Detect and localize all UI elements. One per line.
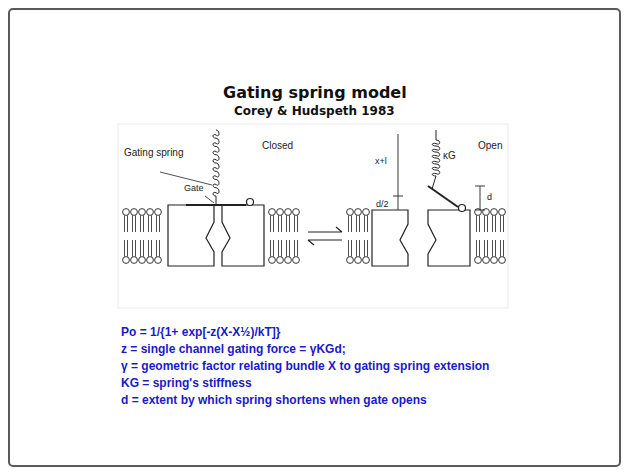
- stiffness-label: κG: [443, 150, 456, 162]
- dimension-label: d/2: [376, 199, 389, 209]
- figure-label: Gate: [184, 183, 204, 193]
- dimension-lines: [393, 134, 485, 210]
- state-label: Closed: [262, 140, 293, 152]
- gating-spring: [432, 130, 440, 189]
- definition: KG = spring's stiffness: [121, 377, 252, 391]
- definition: z = single channel gating force = γKGd;: [121, 343, 346, 357]
- slide-title: Gating spring model: [223, 84, 407, 102]
- figure-frame: [118, 124, 508, 308]
- subtitle: Corey & Hudspeth 1983: [234, 105, 395, 119]
- definition: d = extent by which spring shortens when…: [121, 394, 427, 408]
- state-label: Open: [478, 140, 502, 152]
- figure-label: Gating spring: [124, 147, 183, 159]
- equation: Po = 1/{1+ exp[-z(X-X½)/kT]}: [121, 326, 280, 340]
- closed-channel: [168, 199, 264, 267]
- leader-line: [205, 196, 214, 203]
- equilibrium-arrows: [308, 227, 342, 245]
- open-channel: [372, 186, 470, 266]
- dimension-label: x+l: [375, 156, 387, 166]
- dimension-label: d: [487, 192, 492, 202]
- definition: γ = geometric factor relating bundle X t…: [121, 360, 489, 374]
- slide-border: [9, 9, 620, 466]
- gating-spring: [213, 130, 219, 205]
